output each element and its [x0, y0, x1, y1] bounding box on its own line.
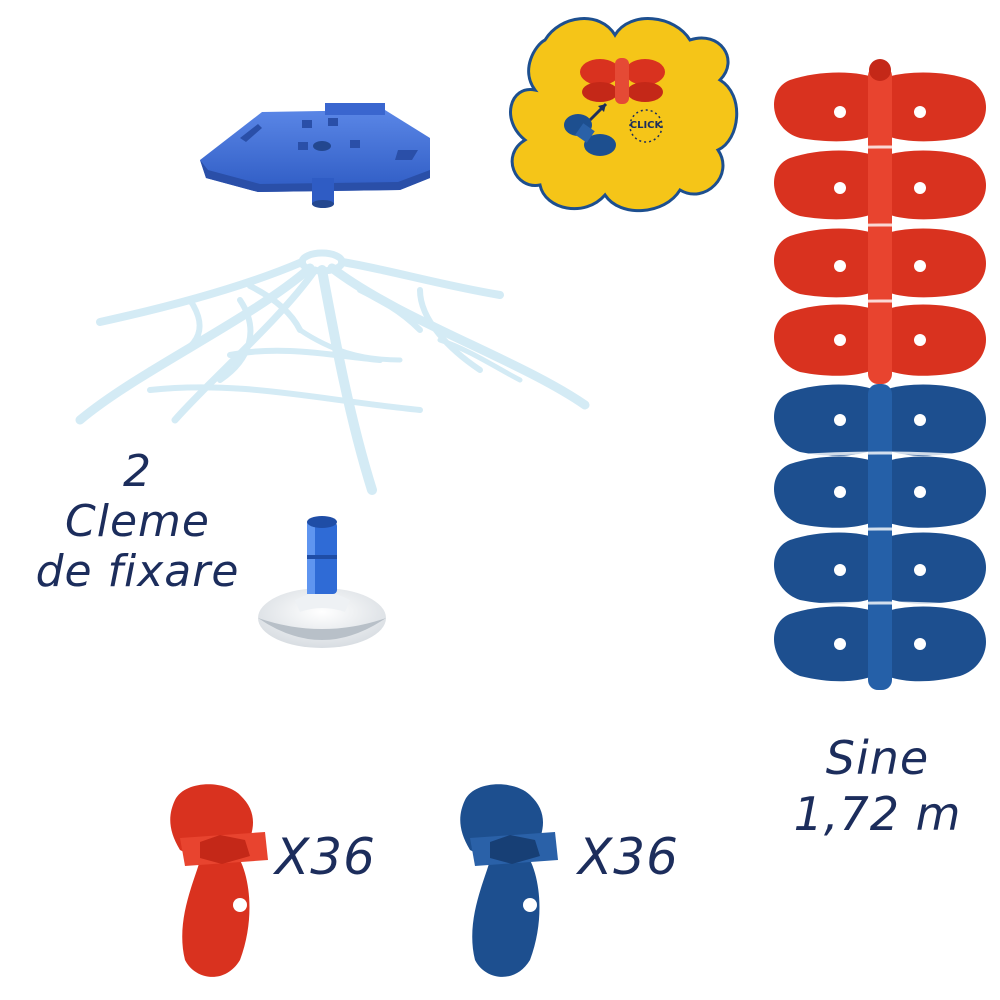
clips-name-line1: Cleme: [65, 496, 210, 547]
red-count-label: X36: [275, 828, 376, 886]
click-instruction-badge: [509, 17, 739, 213]
rail-segment: [773, 532, 987, 604]
rail-segment: [773, 606, 987, 682]
platform-piece: [200, 103, 430, 208]
badge-click-text: CLICK: [629, 120, 663, 131]
blue-count-label: X36: [578, 828, 679, 886]
rail-segment: [773, 304, 987, 376]
rail-segment: [773, 228, 987, 298]
clips-label: 2 Cleme de fixare: [0, 450, 275, 600]
clips-count: 2: [123, 446, 152, 497]
clips-name-line2: de fixare: [35, 546, 240, 597]
suction-clip: [258, 516, 386, 648]
blue-track-piece: [460, 784, 558, 977]
rail-segment: [773, 456, 987, 528]
rail-segment: [773, 384, 987, 456]
rails-name: Sine: [825, 731, 930, 785]
spider-web-frame: [75, 249, 590, 495]
red-track-piece: [170, 784, 268, 977]
rails-label: Sine 1,72 m: [770, 735, 985, 847]
rail-stack: [773, 59, 987, 690]
rails-length: 1,72 m: [793, 787, 962, 841]
rail-segment: [773, 150, 987, 220]
rail-segment: [773, 72, 987, 142]
